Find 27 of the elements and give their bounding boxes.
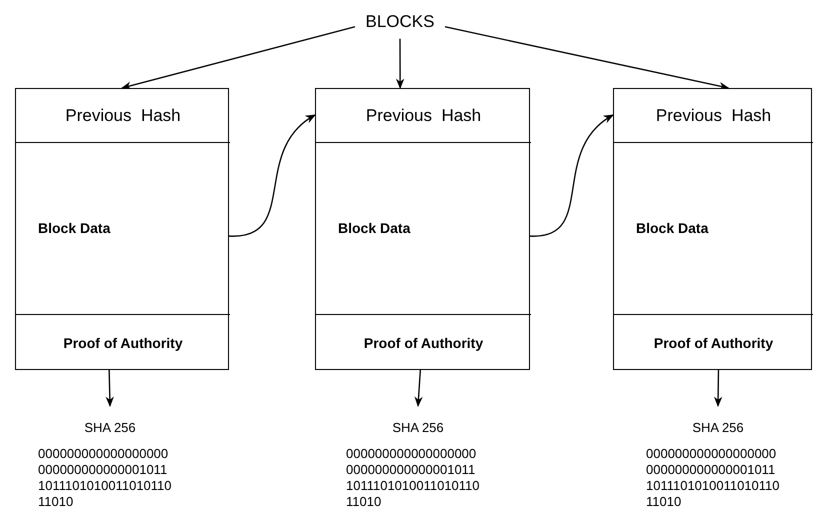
arrow (106, 370, 114, 408)
previous-hash-section: Previous Hash (16, 89, 230, 143)
arrow (414, 370, 423, 408)
arrow (228, 114, 316, 237)
hash-label: SHA 256 (70, 418, 150, 438)
block-data-section: Block Data (316, 143, 531, 314)
arrow (530, 114, 614, 237)
arrow (444, 26, 730, 90)
previous-hash-section: Previous Hash (614, 89, 813, 143)
hash-value: 000000000000000000 000000000000001011 1011101010011010110 11010 (646, 446, 781, 510)
hash-value: 000000000000000000 000000000000001011 1011101010011010110 11010 (38, 446, 173, 510)
proof-section: Proof of Authority (316, 314, 531, 371)
proof-section: Proof of Authority (614, 314, 813, 371)
arrow (714, 370, 722, 408)
previous-hash-section: Previous Hash (316, 89, 531, 143)
block-box (613, 88, 812, 370)
hash-label: SHA 256 (678, 418, 758, 438)
block-data-section: Block Data (16, 143, 230, 314)
block-data-section: Block Data (614, 143, 813, 314)
block-box (315, 88, 530, 370)
hash-label: SHA 256 (378, 418, 458, 438)
hash-value: 000000000000000000 000000000000001011 1011101010011010110 11010 (346, 446, 481, 510)
arrow (121, 26, 356, 90)
block-box (15, 88, 229, 370)
proof-section: Proof of Authority (16, 314, 230, 371)
title-text: BLOCKS (355, 10, 445, 34)
arrow (396, 38, 404, 90)
